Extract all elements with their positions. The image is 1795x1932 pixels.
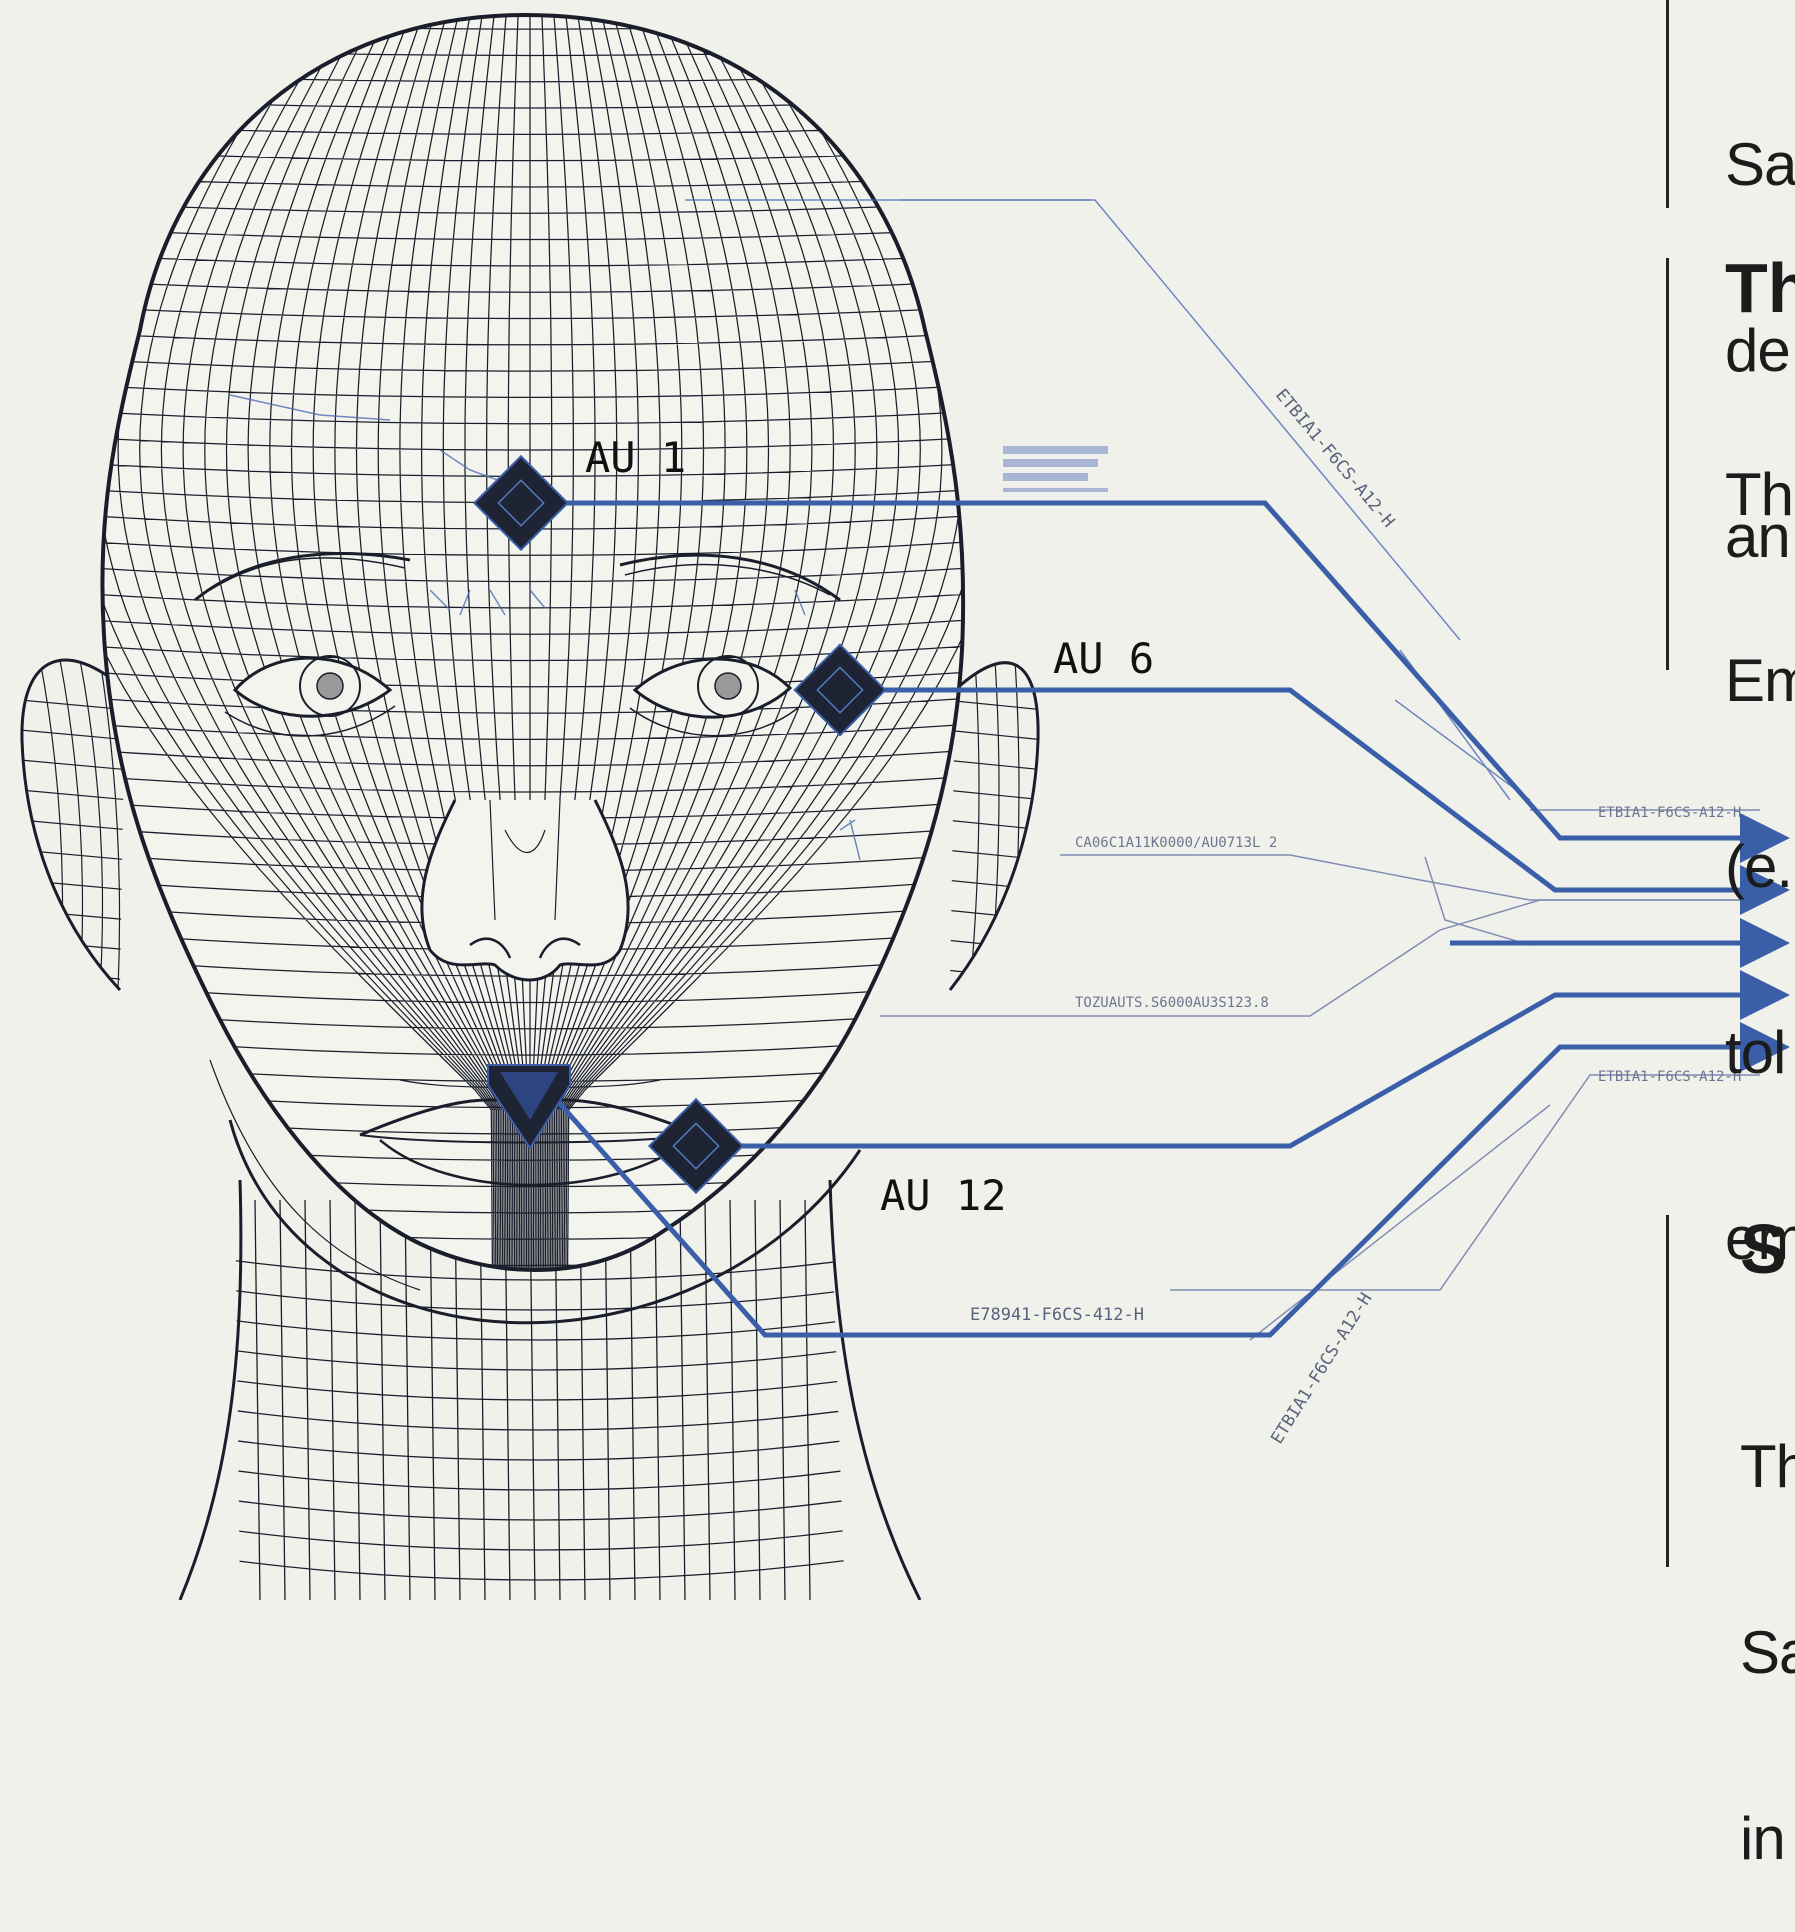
panel-bar-1 <box>1666 0 1669 208</box>
panel-line: tol <box>1725 1022 1795 1084</box>
panel-block-2: The Em (e. tol em <box>1725 340 1795 1332</box>
code-right-upper: ETBIA1-F6CS-A12-H <box>1598 805 1741 821</box>
code-mid-2: TOZUAUTS.S6000AU3S123.8 <box>1075 995 1269 1011</box>
panel-line: Em <box>1725 650 1795 712</box>
code-bottom: E78941-F6CS-412-H <box>970 1305 1144 1325</box>
au12-label: AU 12 <box>880 1171 1006 1220</box>
panel-line: Th <box>1740 1436 1795 1498</box>
au1-label: AU 1 <box>585 433 686 482</box>
panel-bar-2 <box>1666 258 1669 670</box>
faint-bar-cluster <box>1003 446 1108 492</box>
code-mid-1: CA06C1A11K0000/AU0713L 2 <box>1075 835 1277 851</box>
facs-diagram: AU 1 AU 6 AU 12 ETBIA1-F6CS-A12-H CA06C1… <box>0 0 1795 1600</box>
code-right-lower: ETBIA1-F6CS-A12-H <box>1598 1069 1741 1085</box>
panel-heading-3: S <box>1740 1213 1795 1285</box>
panel-bar-3 <box>1666 1215 1669 1567</box>
panel-heading-2: Th <box>1725 252 1795 324</box>
right-ear <box>945 660 1045 990</box>
panel-line: Sa <box>1740 1622 1795 1684</box>
panel-line: The <box>1725 464 1795 526</box>
panel-line: in <box>1740 1808 1795 1870</box>
code-upper-diagonal: ETBIA1-F6CS-A12-H <box>1271 385 1398 531</box>
panel-block-3: Th Sa in <box>1740 1312 1795 1932</box>
au6-label: AU 6 <box>1053 634 1154 683</box>
panel-line: Sa <box>1725 134 1795 196</box>
panel-line: (e. <box>1725 836 1795 898</box>
